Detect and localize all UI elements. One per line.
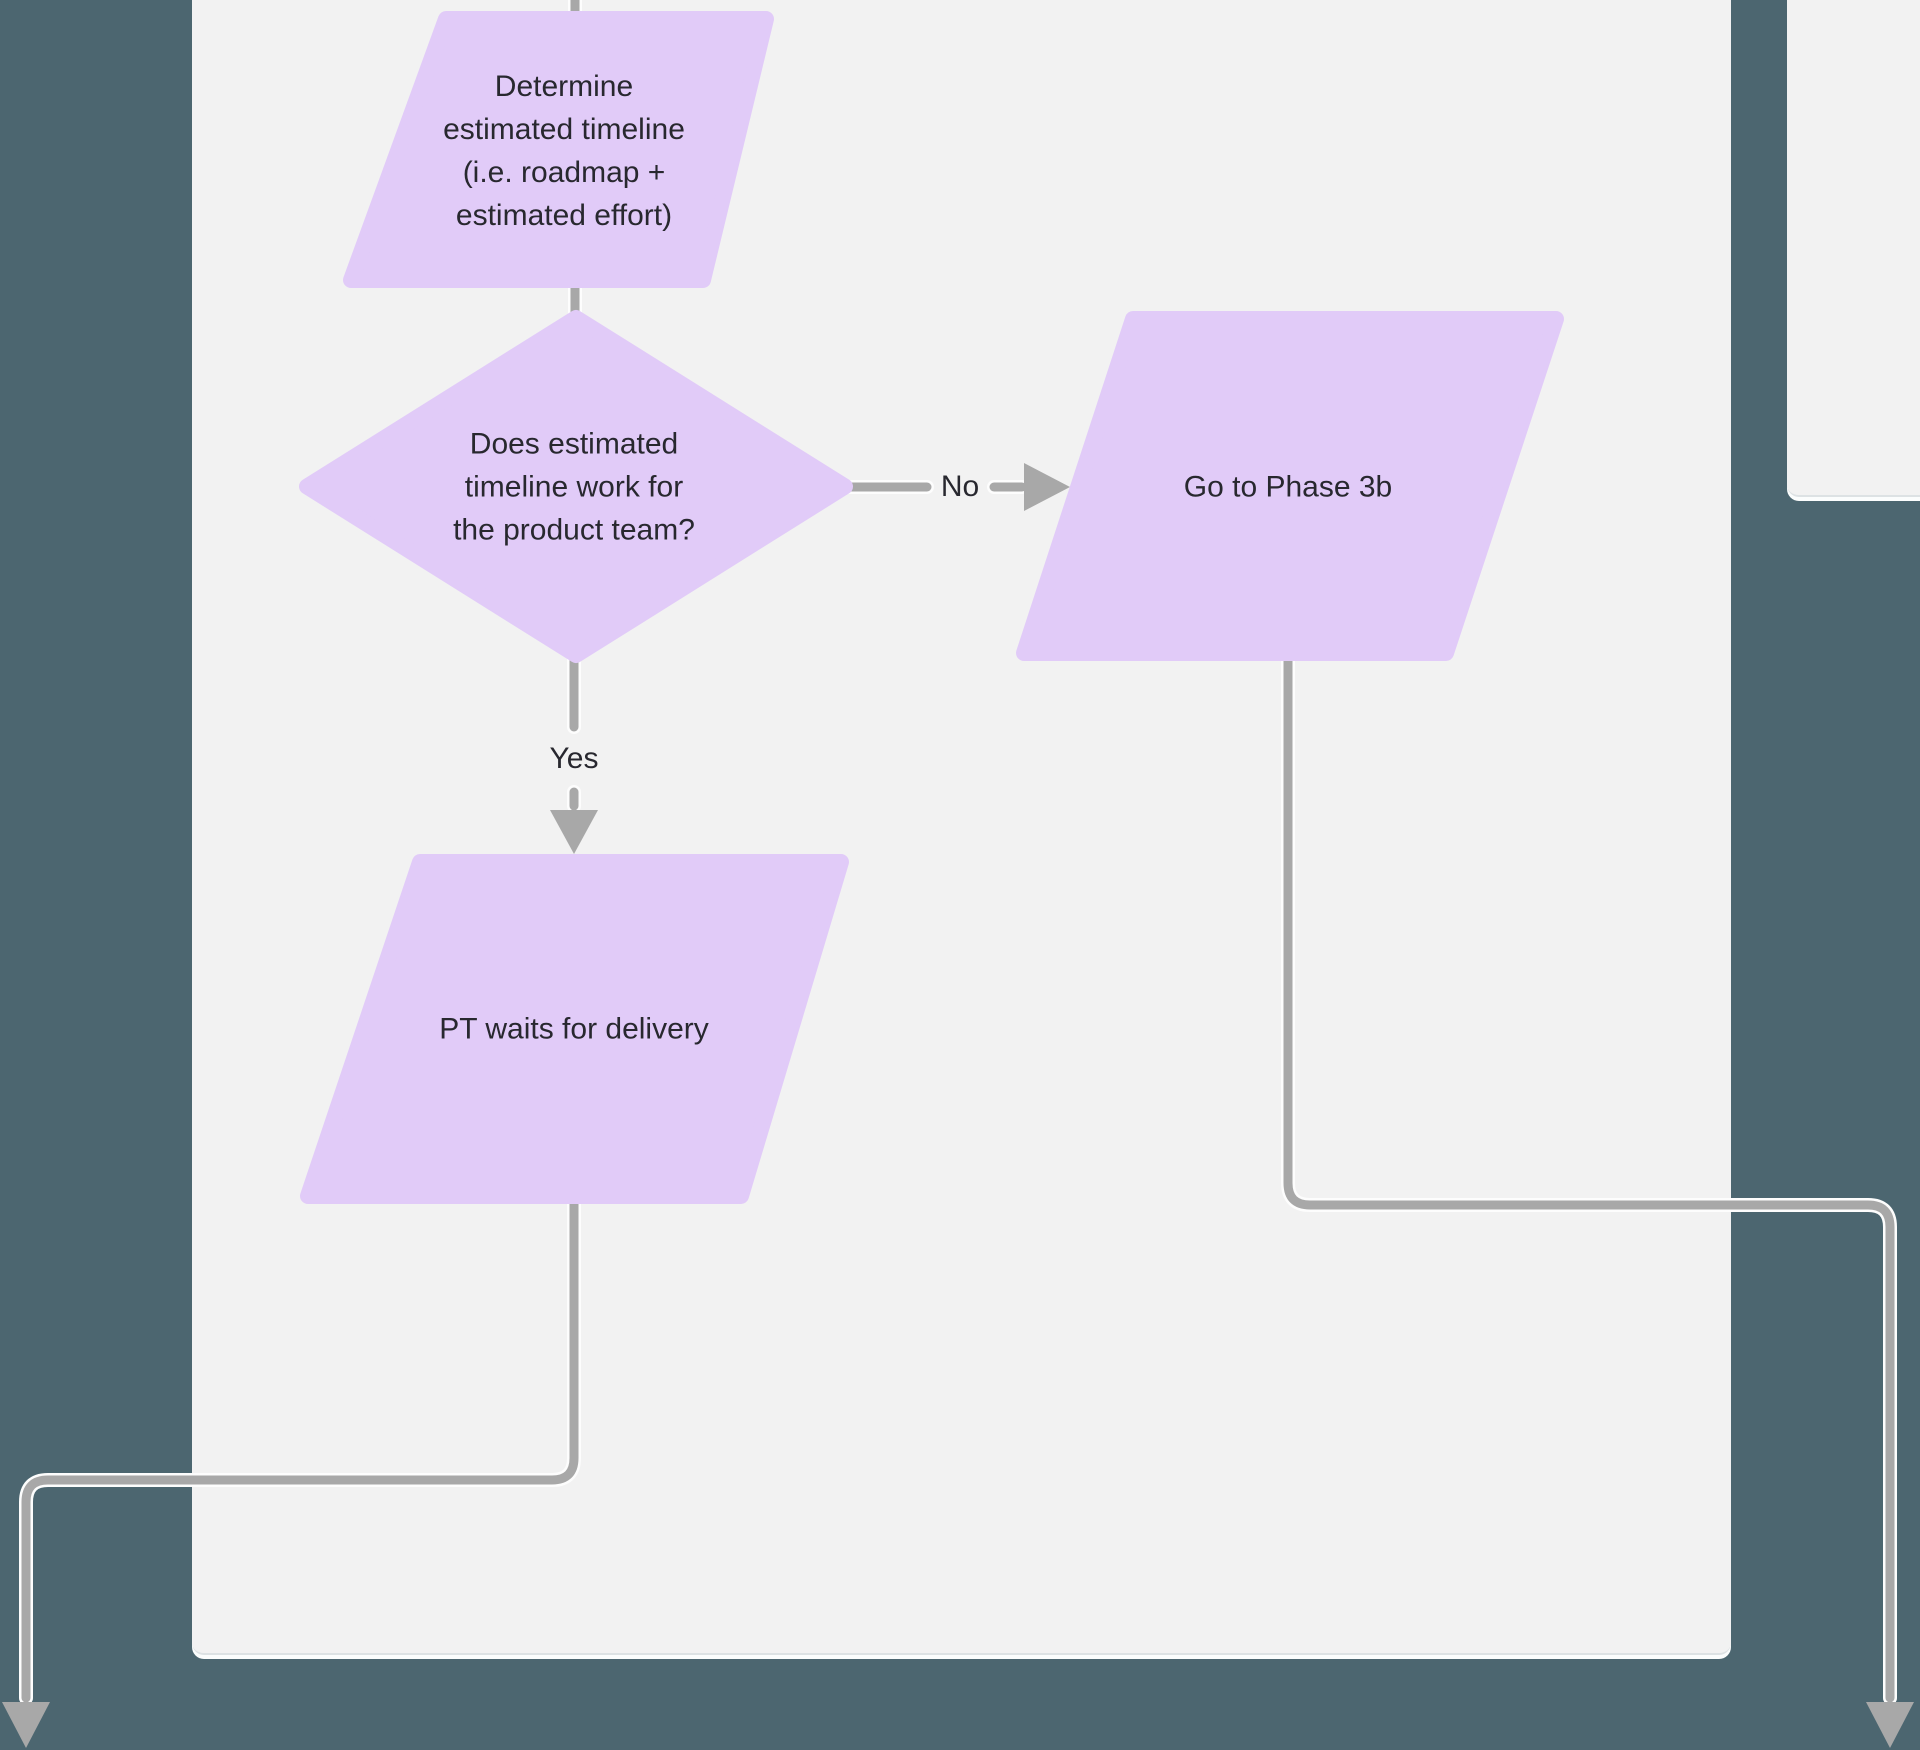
section-panel-right[interactable] xyxy=(1787,0,1920,497)
arrowhead-exit-bottom-right xyxy=(1866,1702,1914,1748)
arrowhead-exit-bottom-left xyxy=(2,1702,50,1748)
label-pt-waits: PT waits for delivery xyxy=(439,1012,709,1046)
node-shape-timeline-decision[interactable] xyxy=(299,310,853,663)
edge-label-no: No xyxy=(940,470,980,503)
connector-pt-waits-exit[interactable] xyxy=(21,1193,579,1703)
label-determine-timeline: Determine estimated timeline (i.e. roadm… xyxy=(443,70,685,232)
arrowhead-no-right xyxy=(1024,463,1070,511)
node-shape-determine-timeline[interactable] xyxy=(343,11,774,288)
node-shape-pt-waits[interactable] xyxy=(300,854,849,1204)
connector-goto-phase3b-exit[interactable] xyxy=(1283,650,1895,1703)
connector-casings xyxy=(19,0,1897,1705)
node-shape-goto-phase-3b[interactable] xyxy=(1016,311,1564,661)
arrowhead-yes-down xyxy=(550,810,598,854)
label-timeline-decision: Does estimated timeline work for the pro… xyxy=(453,427,695,547)
edge-label-yes: Yes xyxy=(549,742,599,775)
label-goto-phase-3b: Go to Phase 3b xyxy=(1183,470,1393,504)
